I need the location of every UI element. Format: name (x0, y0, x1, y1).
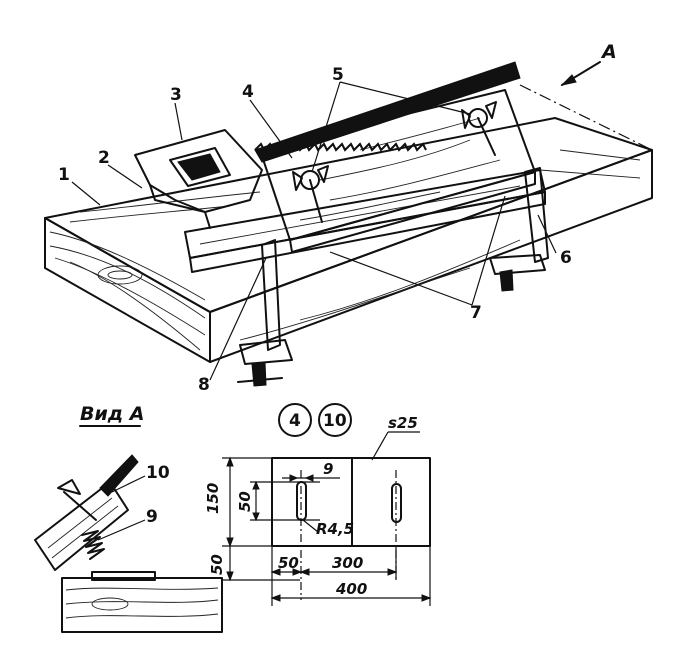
callout-10: 10 (146, 463, 170, 483)
callout-3: 3 (170, 85, 182, 105)
dimension-lines (222, 456, 432, 606)
dim-height-bottom: 50 (208, 554, 226, 575)
base-board (44, 84, 653, 363)
saw-blade (254, 61, 521, 163)
callout-6: 6 (560, 248, 572, 268)
view-arrow-label: A (600, 41, 617, 63)
view-a-drawing (34, 454, 223, 633)
callout-4: 4 (242, 82, 254, 102)
dim-radius: R4,5 (316, 520, 354, 538)
clamp-right (489, 167, 549, 292)
wing-nut-right (461, 101, 497, 156)
dim-spacing: 300 (332, 554, 363, 572)
saw-handle (134, 129, 263, 229)
callout-1: 1 (58, 165, 70, 185)
clamp-left (237, 239, 293, 387)
detail-ref-10: 10 (323, 411, 347, 431)
dim-height-total: 150 (204, 483, 222, 514)
callout-5: 5 (332, 65, 344, 85)
saw-holder-plate (259, 89, 536, 253)
detail-ref-4: 4 (289, 411, 301, 431)
dim-offset-left: 50 (278, 554, 299, 572)
leader-lines (71, 61, 601, 381)
wing-nut-left (292, 165, 329, 223)
callout-9: 9 (146, 507, 158, 527)
view-a-title: Вид А (80, 403, 144, 425)
callout-8: 8 (198, 375, 210, 395)
dim-total-width: 400 (335, 580, 367, 598)
thickness-label: s25 (388, 414, 418, 432)
detail-reference-circles (278, 403, 352, 437)
callout-2: 2 (98, 148, 110, 168)
callout-7: 7 (470, 303, 482, 323)
dim-slot-width: 9 (323, 460, 333, 478)
dim-height-slot: 50 (236, 491, 254, 512)
